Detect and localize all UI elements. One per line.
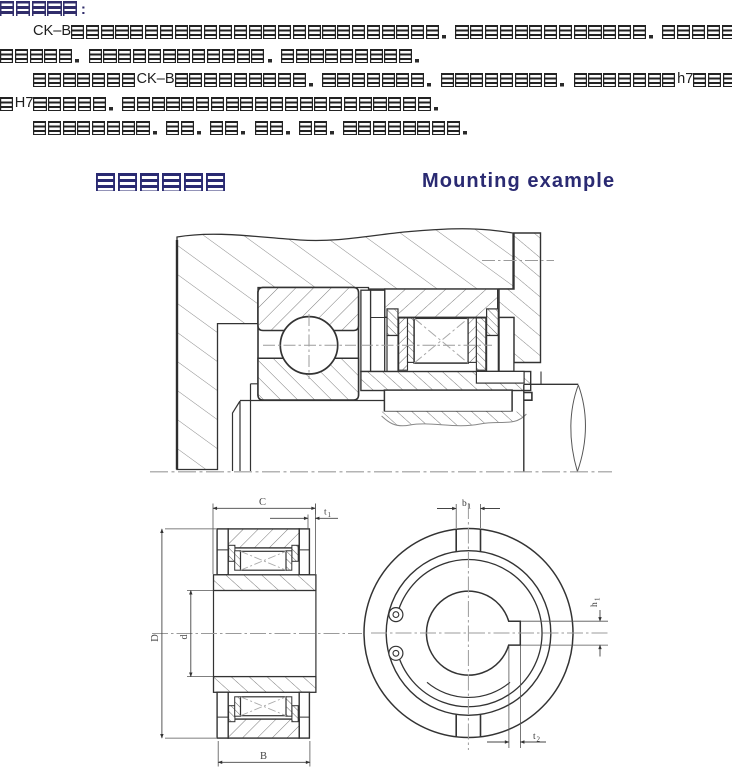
svg-text:h: h xyxy=(590,602,600,607)
svg-text:d: d xyxy=(179,635,190,640)
svg-text:1: 1 xyxy=(328,511,332,519)
svg-text:b: b xyxy=(462,499,467,509)
svg-text:1: 1 xyxy=(468,503,472,511)
svg-text:C: C xyxy=(259,497,266,508)
svg-text:2: 2 xyxy=(537,736,541,744)
svg-text:D: D xyxy=(150,634,161,642)
svg-text:1: 1 xyxy=(594,597,602,601)
svg-text:t: t xyxy=(324,508,327,518)
svg-text:B: B xyxy=(260,751,267,762)
svg-text:t: t xyxy=(533,732,536,742)
